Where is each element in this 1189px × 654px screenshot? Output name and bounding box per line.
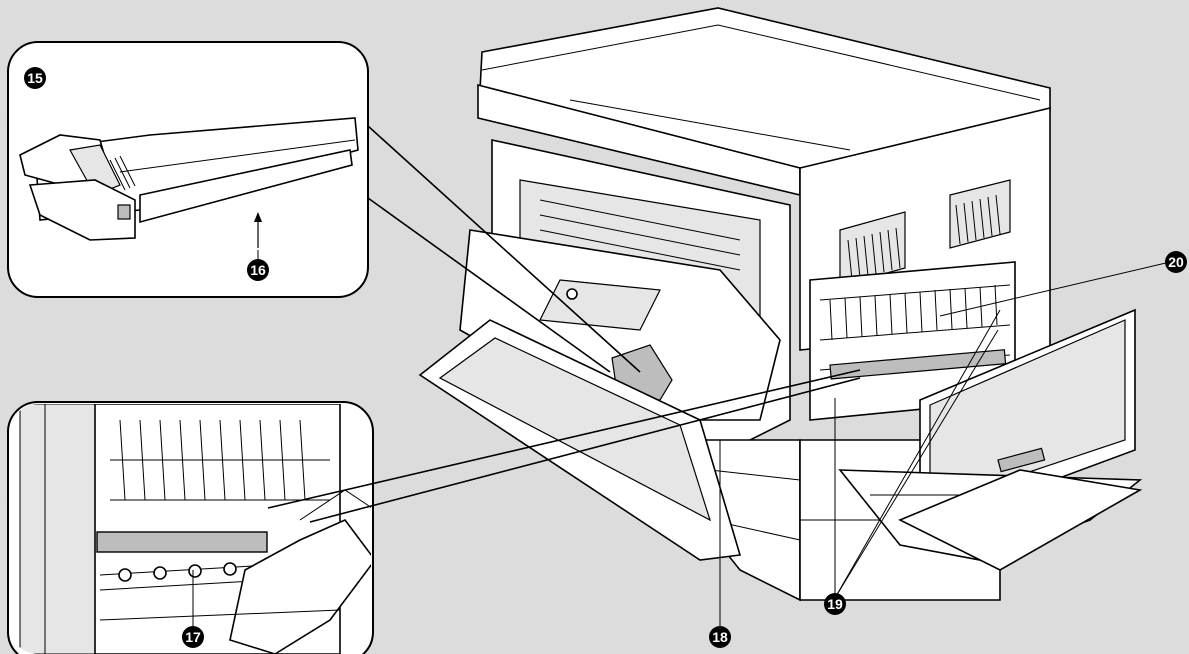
callout-17-label: 17 bbox=[185, 629, 201, 645]
fuser-ribs bbox=[829, 284, 998, 341]
callout-19: 19 bbox=[824, 593, 846, 615]
copier-body bbox=[418, 7, 1143, 602]
inset-rollers bbox=[118, 562, 237, 582]
callout-17: 17 bbox=[182, 626, 204, 648]
callout-15: 15 bbox=[24, 67, 46, 89]
callout-15-label: 15 bbox=[27, 70, 43, 86]
callout-18-label: 18 bbox=[712, 629, 728, 645]
callout-19-label: 19 bbox=[827, 596, 843, 612]
vent-left bbox=[839, 211, 906, 287]
callout-18: 18 bbox=[709, 626, 731, 648]
inset-ribs bbox=[110, 419, 330, 501]
callout-20: 20 bbox=[1165, 251, 1187, 273]
callout-16: 16 bbox=[247, 259, 269, 281]
inset-transfer-area bbox=[7, 401, 374, 654]
inset-toner-cartridge bbox=[7, 41, 369, 298]
callout-20-label: 20 bbox=[1168, 254, 1184, 270]
leader-lines bbox=[192, 125, 1171, 632]
callout-16-label: 16 bbox=[250, 262, 266, 278]
vent-right bbox=[949, 179, 1011, 249]
